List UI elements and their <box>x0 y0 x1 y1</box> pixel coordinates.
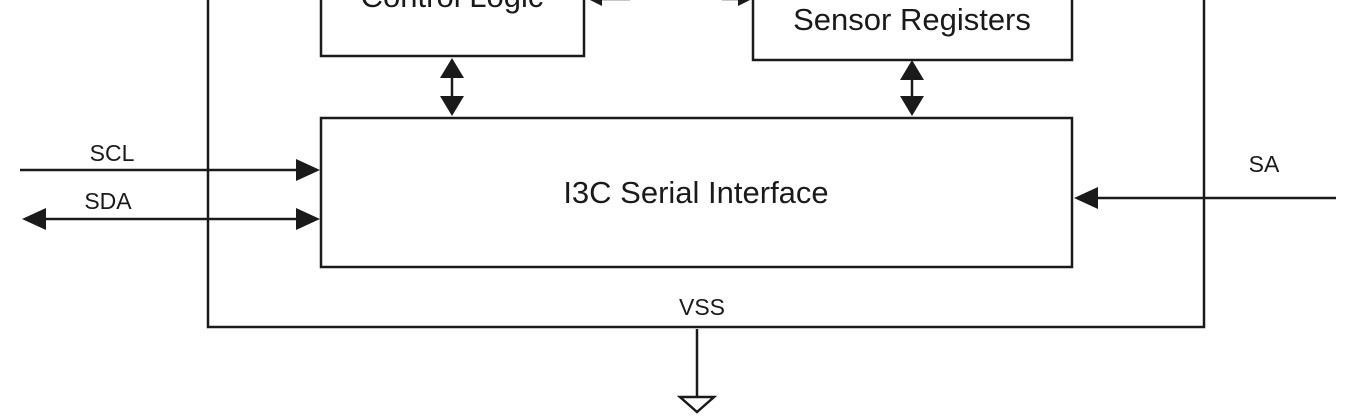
sensor-registers-label: Sensor Registers <box>793 2 1031 37</box>
serial-interface-label: I3C Serial Interface <box>563 175 828 210</box>
sda-signal: SDA <box>22 188 320 230</box>
sensor-registers-block: Sensor Registers <box>751 0 1074 62</box>
sa-signal: SA <box>1074 151 1336 209</box>
vss-ground: VSS <box>676 294 725 414</box>
sda-label: SDA <box>84 188 132 214</box>
ground-symbol <box>676 395 718 414</box>
logic-interface-arrow <box>440 58 464 116</box>
device-boundary <box>206 0 1206 329</box>
serial-interface-block: I3C Serial Interface <box>319 116 1074 269</box>
sa-label: SA <box>1249 151 1280 177</box>
logic-registers-arrow <box>590 0 750 6</box>
control-logic-block: Control Logic <box>319 0 586 58</box>
vss-label: VSS <box>679 294 725 320</box>
registers-interface-arrow <box>900 60 924 116</box>
control-logic-label: Control Logic <box>361 0 544 14</box>
scl-signal: SCL <box>20 140 320 181</box>
scl-label: SCL <box>90 140 135 166</box>
